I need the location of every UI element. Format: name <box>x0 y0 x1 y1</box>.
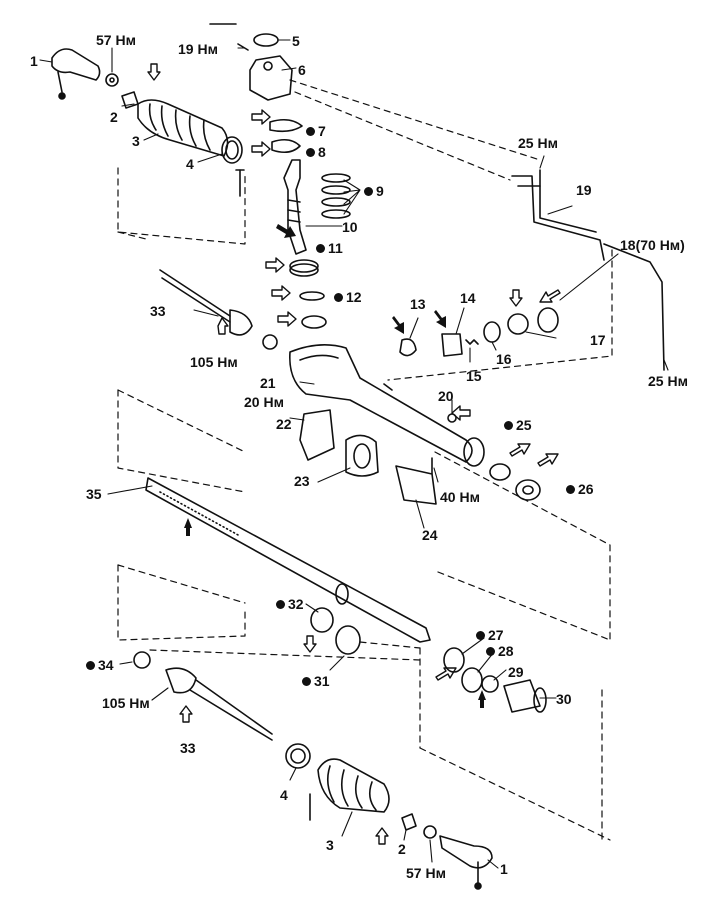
label-part-20: 20 <box>438 388 454 404</box>
bolt-top <box>235 169 245 197</box>
bushing-23 <box>345 434 379 477</box>
label-part-21: 21 <box>260 375 276 391</box>
label-part-35: 35 <box>86 486 102 502</box>
rings-9 <box>321 173 351 219</box>
seal-28 <box>461 667 483 693</box>
nut-57-bottom <box>423 825 437 839</box>
seal-32 <box>310 607 334 633</box>
part-13 <box>399 338 417 357</box>
label-part-9: 9 <box>364 184 384 198</box>
label-part-30: 30 <box>556 691 572 707</box>
boot-top <box>137 99 229 157</box>
ring-16 <box>483 321 501 343</box>
plug-30 <box>503 679 547 713</box>
part-14 <box>441 333 463 357</box>
spring-15 <box>465 339 479 345</box>
valve-housing-6 <box>209 23 293 101</box>
label-part-26: 26 <box>566 482 594 496</box>
label-part-5: 5 <box>292 33 300 49</box>
label-torque-105-top: 105 Нм <box>190 354 238 370</box>
clip-2-bottom <box>401 813 417 831</box>
label-part-18: 18(70 Нм) <box>620 237 685 253</box>
tie-rod-33-bottom <box>165 667 273 741</box>
label-part-19: 19 <box>576 182 592 198</box>
nut-12b <box>301 315 327 329</box>
leader-lines <box>39 39 669 869</box>
label-part-25: 25 <box>504 418 532 432</box>
label-part-6: 6 <box>298 62 306 78</box>
seal-7 <box>269 118 303 133</box>
label-part-31: 31 <box>302 674 330 688</box>
pipes-19 <box>511 169 665 371</box>
label-torque-40: 40 Нм <box>440 489 480 505</box>
nut-33-top <box>262 334 278 350</box>
label-torque-57-top: 57 Нм <box>96 32 136 48</box>
guide-lines <box>117 79 613 843</box>
label-part-3-bottom: 3 <box>326 837 334 853</box>
label-part-34: 34 <box>86 658 114 672</box>
clamp-4-bottom <box>285 743 311 769</box>
label-part-33-bottom: 33 <box>180 740 196 756</box>
label-torque-25-top: 25 Нм <box>518 135 558 151</box>
label-part-4-top: 4 <box>186 156 194 172</box>
label-part-28: 28 <box>486 644 514 658</box>
label-part-12: 12 <box>334 290 362 304</box>
label-part-11: 11 <box>316 241 343 255</box>
label-part-3-top: 3 <box>132 133 140 149</box>
label-part-1-bottom: 1 <box>500 861 508 877</box>
label-part-14: 14 <box>460 290 476 306</box>
label-part-2-bottom: 2 <box>398 841 406 857</box>
label-part-29: 29 <box>508 664 524 680</box>
label-part-22: 22 <box>276 416 292 432</box>
solid-arrows <box>184 224 486 708</box>
clamp-4-top <box>221 136 243 164</box>
oring-5 <box>253 33 279 47</box>
mount-24 <box>395 465 437 505</box>
label-part-15: 15 <box>466 368 482 384</box>
tie-rod-33-top <box>159 269 253 336</box>
seal-12 <box>299 291 325 301</box>
label-part-7: 7 <box>306 124 326 138</box>
label-part-27: 27 <box>476 628 504 642</box>
label-part-2-top: 2 <box>110 109 118 125</box>
nut-57-top <box>105 73 119 87</box>
mount-22 <box>299 409 335 461</box>
label-torque-105-bottom: 105 Нм <box>102 695 150 711</box>
label-torque-25-right: 25 Нм <box>648 373 688 389</box>
ring-29 <box>481 675 499 693</box>
label-torque-19: 19 Нм <box>178 41 218 57</box>
label-part-8: 8 <box>306 145 326 159</box>
ring-26 <box>515 479 541 501</box>
tie-rod-end-top <box>51 48 101 100</box>
label-part-10: 10 <box>342 219 358 235</box>
label-part-33-top: 33 <box>150 303 166 319</box>
boot-bottom <box>317 758 390 813</box>
tie-rod-end-bottom <box>439 835 493 890</box>
bearing-11 <box>289 259 319 277</box>
label-torque-20: 20 Нм <box>244 394 284 410</box>
label-part-4-bottom: 4 <box>280 787 288 803</box>
cap-17 <box>507 307 559 335</box>
nut-34 <box>133 651 151 669</box>
hollow-arrows <box>147 63 561 845</box>
rack-housing-21 <box>289 344 485 467</box>
label-part-1-top: 1 <box>30 53 38 69</box>
seal-31 <box>335 625 361 655</box>
label-part-16: 16 <box>496 351 512 367</box>
label-torque-57-bottom: 57 Нм <box>406 865 446 881</box>
pinion-shaft-10 <box>283 159 307 255</box>
label-part-13: 13 <box>410 296 426 312</box>
ring-25 <box>489 463 511 481</box>
label-part-17: 17 <box>590 332 606 348</box>
label-part-32: 32 <box>276 597 304 611</box>
label-part-24: 24 <box>422 527 438 543</box>
rack-bar-35 <box>145 477 431 643</box>
label-part-23: 23 <box>294 473 310 489</box>
seal-8 <box>271 138 301 154</box>
